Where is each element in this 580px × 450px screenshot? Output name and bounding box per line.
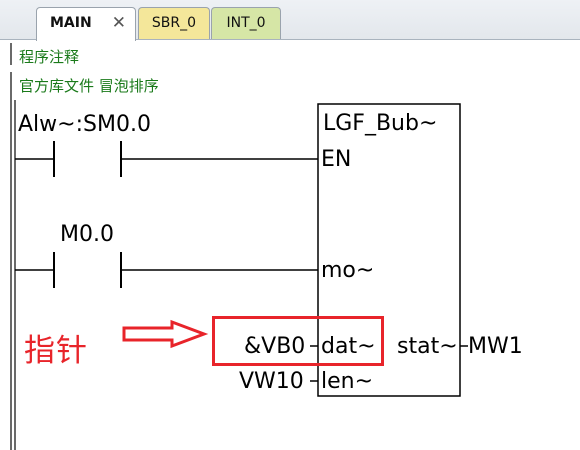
pin-dat: dat~ bbox=[321, 334, 376, 359]
contact1-operand[interactable]: Alw~:SM0.0 bbox=[18, 112, 151, 137]
tab-sbr-0-label: SBR_0 bbox=[151, 15, 197, 31]
operand-dat[interactable]: &VB0 bbox=[244, 334, 306, 359]
block-name: LGF_Bub~ bbox=[323, 111, 438, 136]
pin-en: EN bbox=[321, 147, 352, 172]
pin-stat: stat~ bbox=[397, 334, 458, 359]
pin-mo: mo~ bbox=[321, 258, 375, 283]
operand-len[interactable]: VW10 bbox=[239, 369, 304, 394]
contact2-operand[interactable]: M0.0 bbox=[60, 222, 114, 247]
pin-len: len~ bbox=[321, 369, 374, 394]
network-comment[interactable]: 官方库文件 冒泡排序 bbox=[19, 77, 159, 95]
program-comment-gutter bbox=[10, 43, 12, 65]
pointer-highlight-box bbox=[212, 316, 384, 366]
tab-int-0[interactable]: INT_0 bbox=[211, 7, 281, 39]
tab-sbr-0[interactable]: SBR_0 bbox=[138, 7, 210, 39]
function-block-box bbox=[317, 103, 461, 397]
pointer-annotation-label: 指针 bbox=[24, 333, 88, 369]
tab-main[interactable]: MAIN ✕ bbox=[36, 7, 136, 41]
tab-int-0-label: INT_0 bbox=[226, 15, 266, 31]
power-rail bbox=[14, 100, 16, 450]
editor-tab-bar: MAIN ✕ SBR_0 INT_0 bbox=[0, 0, 580, 41]
network-gutter bbox=[10, 72, 12, 450]
tab-main-label: MAIN bbox=[50, 15, 92, 31]
operand-stat[interactable]: MW1 bbox=[468, 334, 523, 359]
arrow-icon bbox=[122, 319, 209, 349]
close-icon[interactable]: ✕ bbox=[111, 13, 126, 33]
program-comment[interactable]: 程序注释 bbox=[19, 48, 80, 66]
